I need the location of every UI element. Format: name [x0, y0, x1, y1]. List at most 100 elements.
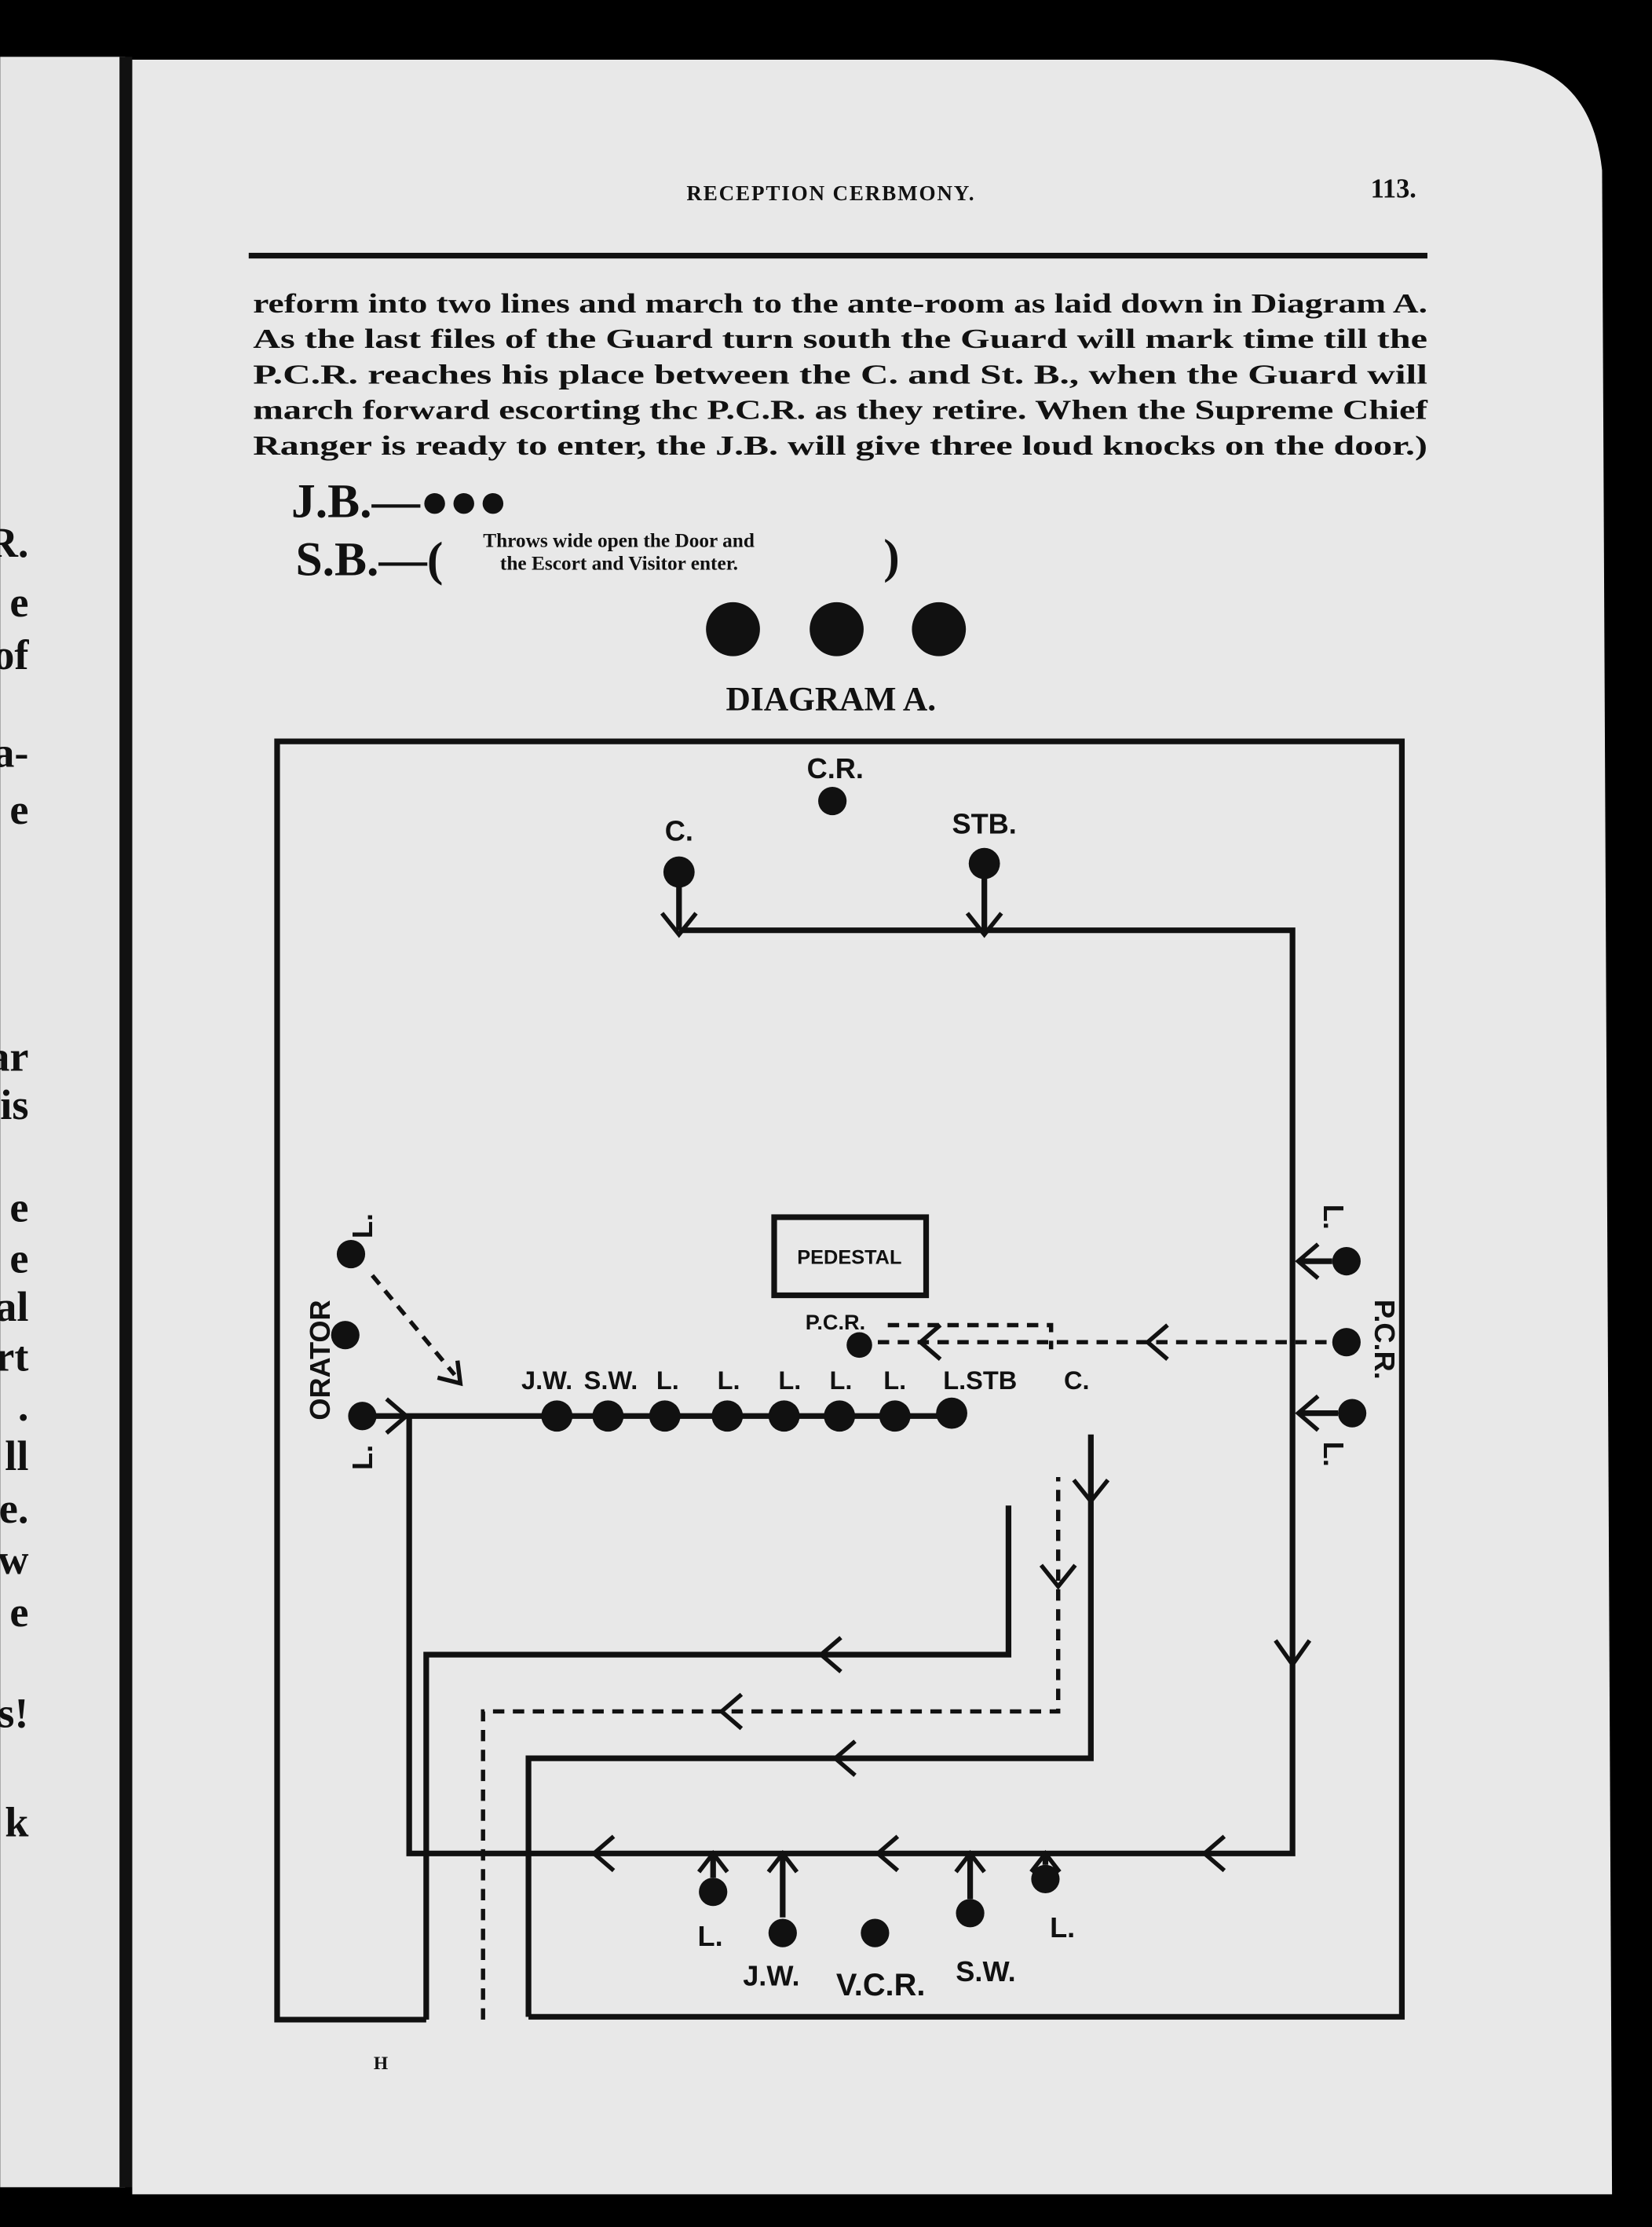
- row-label: L.: [656, 1366, 679, 1395]
- fragment: e: [9, 579, 28, 626]
- right-l-bottom-dot: [1338, 1399, 1367, 1428]
- arrow-icon: [696, 1849, 1062, 1874]
- row-dot: [824, 1400, 856, 1432]
- left-l-bottom-dot: [348, 1402, 377, 1431]
- c-label: C.: [665, 815, 693, 847]
- body-paragraph: reform into two lines and march to the a…: [253, 289, 1428, 461]
- inner-path-1: [423, 1505, 1012, 2020]
- row-dot: [592, 1400, 624, 1432]
- bottom-jw-label: J.W.: [743, 1960, 799, 1992]
- cr-label: C.R.: [807, 752, 864, 784]
- diagram-a: C.R. C. STB. PEDESTAL P.C.R. J.W. S.W. L…: [274, 738, 1405, 2074]
- arrow-icon: [831, 1739, 857, 1777]
- arrow-icon: [590, 1834, 616, 1873]
- header-rule: [248, 252, 1427, 259]
- bottom-l2-dot: [1031, 1864, 1060, 1893]
- knock-dot: [706, 602, 760, 656]
- c-dot: [663, 856, 695, 888]
- door-label: H: [374, 2053, 388, 2074]
- dashed-path: [481, 1477, 1061, 2020]
- fragment: e.: [0, 1485, 28, 1532]
- row-label: L.STB: [943, 1366, 1017, 1395]
- right-l-top-dot: [1332, 1247, 1361, 1276]
- arrow-icon: [965, 912, 1003, 938]
- fragment: of: [0, 631, 29, 678]
- arrow-icon: [660, 912, 698, 938]
- right-pcr-label: P.C.R.: [1369, 1300, 1401, 1380]
- row-label: L.: [778, 1366, 801, 1395]
- fragment: e: [9, 1589, 28, 1636]
- left-dashed-arrow: [371, 1274, 457, 1377]
- running-head: RECEPTION CERBMONY.: [686, 181, 975, 205]
- row-dot: [541, 1400, 573, 1432]
- arrow-icon: [874, 1834, 900, 1873]
- arrow-icon: [1072, 1478, 1110, 1505]
- right-page: [132, 59, 1613, 2195]
- bottom-jw-dot: [768, 1918, 797, 1947]
- right-l-bottom-label: L.: [1318, 1442, 1350, 1467]
- bottom-vcr-label: V.C.R.: [836, 1968, 926, 2002]
- jb-knocks: J.B.—●●●: [291, 474, 507, 528]
- sb-instruction-line2: the Escort and Visitor enter.: [500, 552, 738, 574]
- arrow-icon: [385, 1397, 410, 1435]
- knock-dot: [912, 602, 967, 656]
- fragment: ll: [5, 1432, 28, 1479]
- row-dot: [649, 1400, 681, 1432]
- outer-room-wall: [274, 738, 1405, 2023]
- fragment: ar: [0, 1033, 28, 1081]
- left-page: [0, 57, 126, 2188]
- arrow-icon: [718, 1692, 744, 1731]
- row-dot: [879, 1400, 911, 1432]
- arrow-icon: [1295, 1242, 1320, 1432]
- paragraph-line: As the last files of the Guard turn sout…: [253, 324, 1427, 354]
- orator-dot: [331, 1321, 360, 1350]
- fragment: R.: [0, 519, 28, 566]
- arrow-icon: [817, 1636, 842, 1673]
- right-arrows: [1298, 1258, 1339, 1417]
- left-l-top-label: L.: [346, 1213, 378, 1238]
- cr-dot: [818, 787, 847, 816]
- officer-row: J.W. S.W. L. L. L. L. L. L.STB C.: [521, 1366, 1090, 1432]
- paragraph-line: P.C.R. reaches his place between the C. …: [253, 360, 1427, 389]
- left-l-top-dot: [336, 1239, 366, 1269]
- paragraph-line: Ranger is ready to enter, the J.B. will …: [253, 431, 1427, 461]
- bottom-sw-dot: [956, 1899, 985, 1928]
- row-dot: [936, 1397, 967, 1429]
- pcr-dashed-route: [869, 1322, 1347, 1350]
- diagram-title: DIAGRAM A.: [726, 680, 937, 718]
- pcr-dot: [846, 1332, 872, 1359]
- paragraph-line: march forward escorting thc P.C.R. as th…: [253, 396, 1428, 426]
- bottom-vcr-dot: [861, 1918, 890, 1947]
- fragment: is: [0, 1081, 28, 1128]
- bottom-l1-dot: [699, 1878, 728, 1907]
- row-label: L.: [830, 1366, 853, 1395]
- bottom-arrows: [710, 1856, 1049, 1918]
- sb-instruction-line1: Throws wide open the Door and: [483, 529, 755, 551]
- pedestal-box: [771, 1214, 930, 1299]
- left-page-text: R. e of a- e ar is e e al rt . ll e. w e…: [0, 519, 29, 1846]
- arrow-icon: [1201, 1834, 1226, 1873]
- pcr-label: P.C.R.: [806, 1310, 865, 1334]
- fragment: e: [9, 1183, 28, 1231]
- row-label: L.: [883, 1366, 906, 1395]
- sb-close-paren: ): [883, 530, 899, 583]
- fragment: rt: [0, 1333, 28, 1380]
- row-label: J.W.: [521, 1366, 572, 1395]
- pedestal-label: PEDESTAL: [797, 1247, 901, 1269]
- fragment: e: [9, 1235, 28, 1282]
- gutter-line: [119, 57, 133, 2188]
- fragment: k: [5, 1799, 29, 1846]
- left-l-bottom-label: L.: [346, 1445, 378, 1470]
- fragment: e: [9, 786, 28, 833]
- row-label: L.: [718, 1366, 740, 1395]
- row-dot: [768, 1400, 800, 1432]
- bottom-sw-label: S.W.: [956, 1955, 1015, 1987]
- inner-path-2: [525, 1434, 1094, 2017]
- right-l-top-label: L.: [1318, 1205, 1350, 1230]
- page-number: 113.: [1371, 174, 1416, 203]
- row-label: C.: [1064, 1366, 1090, 1395]
- fragment: al: [0, 1283, 28, 1330]
- sb-label: S.B.—(: [295, 533, 443, 587]
- bottom-l1-label: L.: [698, 1920, 723, 1952]
- orator-label: ORATOR: [304, 1300, 336, 1420]
